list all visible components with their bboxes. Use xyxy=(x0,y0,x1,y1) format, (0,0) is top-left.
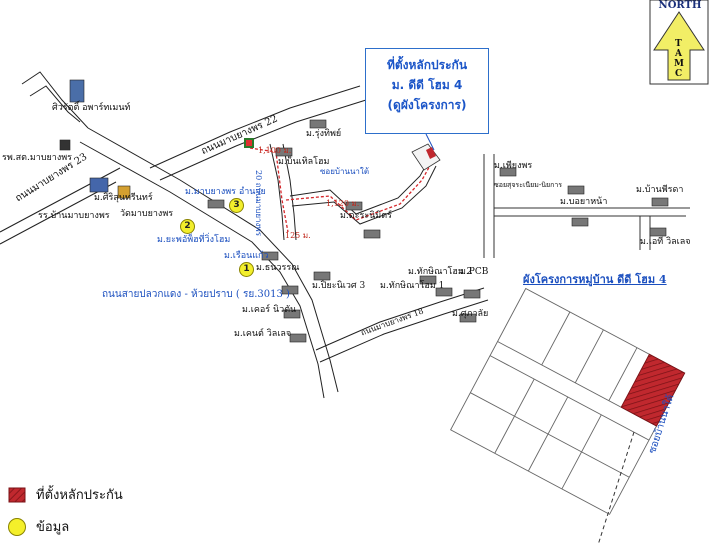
place-label: ม.ธนวรรณ xyxy=(256,263,300,273)
place-label: ม.บ็นเทิลโฮม xyxy=(278,157,330,167)
place-label: รร.บ้านมาบยางพร xyxy=(38,211,110,221)
callout-line-1: ที่ตั้งหลักประกัน xyxy=(386,58,468,72)
store-sign xyxy=(244,138,254,148)
place-label: ม.เอที วิลเลจ xyxy=(640,237,691,247)
place-label: รพ.สต.มาบยางพร xyxy=(2,153,73,163)
callout-line-3: (ดูผังโครงการ) xyxy=(387,98,467,112)
info-marker-3[interactable]: 3 xyxy=(229,198,244,213)
distance-1: 1,100 ม. xyxy=(258,146,292,155)
place-label: ศิวรัตติ์ อพาร์ทเมนท์ xyxy=(52,103,131,113)
north-arrow xyxy=(649,0,709,85)
soi-label: ซอยบ้านนาใต้ xyxy=(320,167,370,176)
north-letter-m: M xyxy=(674,59,684,69)
north-letter-a: A xyxy=(675,49,682,59)
distance-3: 125 ม. xyxy=(285,231,311,240)
legend-collateral: ที่ตั้งหลักประกัน xyxy=(8,484,123,505)
route-line xyxy=(249,147,433,233)
legend-info-label: ข้อมูล xyxy=(36,520,70,535)
road-18 xyxy=(315,287,489,363)
north-label: NORTH xyxy=(658,0,702,11)
road-23 xyxy=(0,71,121,245)
place-label: ม.ปิยะนิเวศ 3 xyxy=(312,281,366,291)
place-label: ม.PCB xyxy=(460,267,489,277)
place-label: ม.ยะพอัพ็ฮที่วิ่งโฮม xyxy=(157,235,231,245)
main-road-label: ถนนสายปลวกแดง - ห้วยปราบ ( รย.3013 ) xyxy=(102,289,290,300)
building-icons xyxy=(59,79,669,343)
place-label: ซอยสุจระเนียม-นิยการ xyxy=(494,181,563,189)
callout-line-2: ม. ดีดี โฮม 4 xyxy=(391,78,463,92)
road-20 xyxy=(269,143,297,241)
info-marker-2[interactable]: 2 xyxy=(180,219,195,234)
place-label: ม.เคอร์ นิวตัน xyxy=(242,305,297,315)
place-label: ม.ทักษิณาโฮม 1 xyxy=(380,281,445,291)
plan-title: ผังโครงการหมู่บ้าน ดีดี โฮม 4 xyxy=(523,273,667,286)
place-label: ม.มาบยางพร อำนวย xyxy=(185,187,266,197)
info-swatch xyxy=(8,517,26,536)
site-block xyxy=(411,133,441,171)
project-plan xyxy=(450,287,686,515)
place-label: ม.บอยาหน้า xyxy=(560,197,608,207)
place-label: ม.ศิริสุนทรีนทร์ xyxy=(94,193,153,203)
north-letter-t: T xyxy=(675,39,682,49)
site-callout: ที่ตั้งหลักประกัน ม. ดีดี โฮม 4 (ดูผังโค… xyxy=(365,48,489,134)
place-label: ม.เคนต์ วิลเลจ xyxy=(234,329,292,339)
inset-roads xyxy=(483,154,690,258)
north-letter-c: C xyxy=(675,69,683,79)
distance-2: 1,120 ม. xyxy=(326,199,360,208)
place-label: ม.บ้านพีรดา xyxy=(636,185,684,195)
legend-info: ข้อมูล xyxy=(8,516,69,537)
legend-collateral-label: ที่ตั้งหลักประกัน xyxy=(36,488,123,503)
plan-soi-line xyxy=(597,431,635,545)
place-label: ม.รุ่งทิพย์ xyxy=(306,129,342,139)
info-marker-1[interactable]: 1 xyxy=(239,262,254,277)
place-label: ม.ทักษิณาโฮม 2 xyxy=(408,267,473,277)
place-label: ม.ศุภาลัย xyxy=(452,309,489,319)
main-road xyxy=(79,127,339,399)
place-label: ม.ดะระนิมิตร์ xyxy=(340,211,392,221)
place-label: วัดมาบยางพร xyxy=(120,209,174,219)
place-label: ม.เพียงพร xyxy=(494,161,533,171)
road-22 xyxy=(149,85,367,181)
road-to-site xyxy=(289,157,437,225)
collateral-swatch xyxy=(8,487,26,502)
place-label: ม.เรือนแก้ว xyxy=(224,251,269,261)
road-20-label: 20 ถนนมาบยางพร xyxy=(254,170,263,237)
